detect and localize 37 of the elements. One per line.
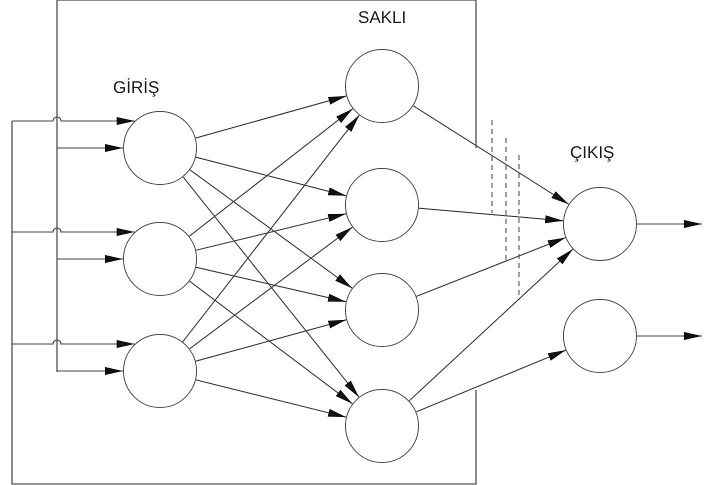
- arrow: [189, 280, 353, 404]
- arrow: [196, 319, 346, 362]
- arrow: [416, 350, 566, 412]
- arrow: [412, 105, 570, 205]
- arrow: [57, 144, 123, 152]
- arrow: [57, 255, 123, 263]
- neuron-circle: [345, 49, 419, 123]
- arrow: [57, 367, 123, 375]
- arrow: [418, 208, 564, 224]
- arrow: [190, 169, 352, 289]
- neuron-circle: [345, 389, 419, 463]
- arrow: [416, 237, 566, 297]
- neuron-circle: [563, 187, 637, 261]
- arrow: [196, 213, 346, 251]
- arrow: [637, 332, 702, 340]
- arrow: [189, 226, 353, 350]
- neuron-circle: [563, 299, 637, 373]
- neuron-circle: [123, 222, 197, 296]
- layer-heading: SAKLI: [358, 8, 406, 28]
- arrow: [196, 156, 346, 196]
- arrow: [12, 340, 135, 348]
- layer-heading: GİRİŞ: [113, 78, 160, 98]
- arrow: [182, 176, 360, 398]
- layer-heading: ÇIKIŞ: [570, 143, 614, 163]
- arrow: [637, 220, 702, 228]
- neuron-circle: [123, 334, 197, 408]
- arrow: [196, 266, 346, 302]
- neuron-circle: [345, 168, 419, 242]
- arrow: [195, 95, 347, 139]
- arrow: [188, 108, 354, 237]
- neuron-circle: [123, 111, 197, 185]
- arrow: [182, 114, 360, 342]
- arrow: [196, 379, 346, 418]
- neuron-circle: [345, 273, 419, 347]
- arrow: [12, 116, 135, 125]
- arrow: [12, 228, 135, 236]
- arrow: [408, 248, 574, 402]
